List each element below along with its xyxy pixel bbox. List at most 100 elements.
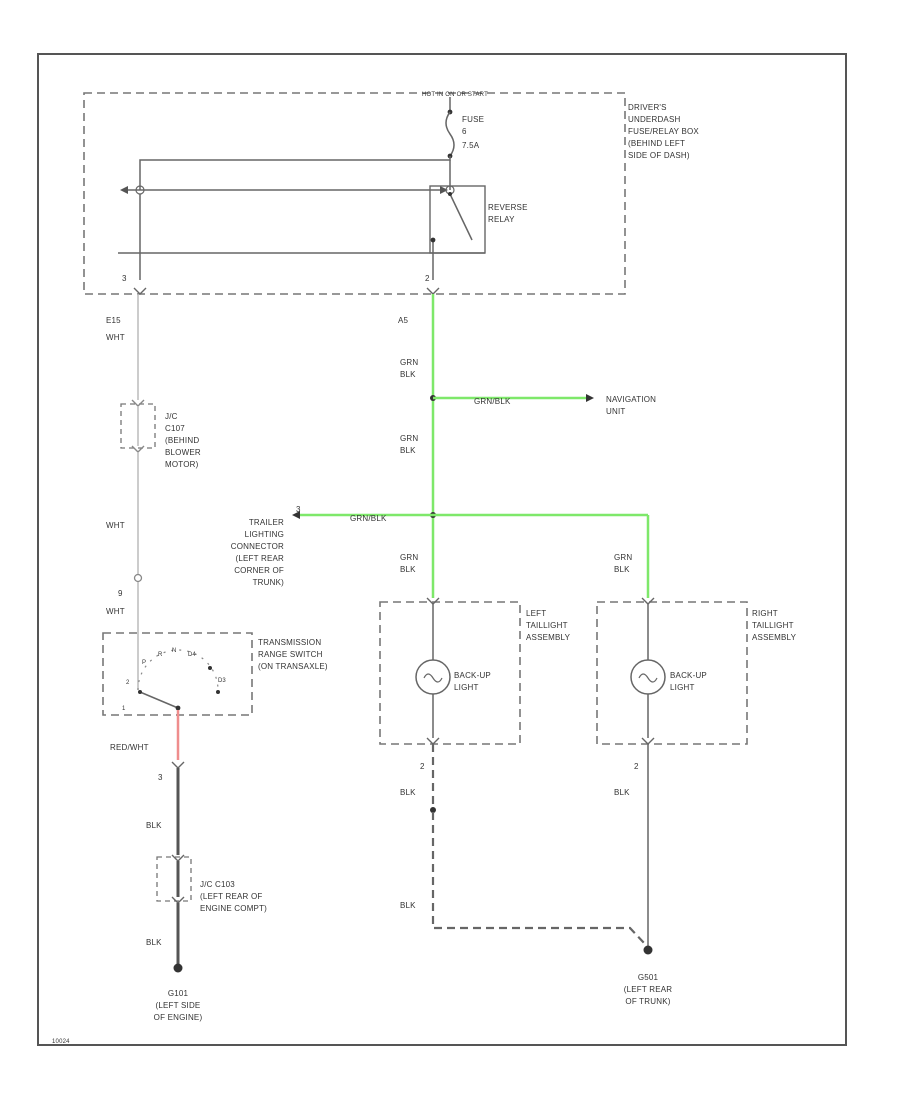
- right-backup-label-1: BACK-UP: [670, 671, 707, 680]
- left-blk-wire-to-ground: [431, 812, 646, 945]
- fuse-box-pin-left: 3: [122, 274, 127, 283]
- fuse-box-label-2: UNDERDASH: [628, 115, 680, 124]
- trailer-label-6: TRUNK): [253, 578, 285, 587]
- trailer-label-2: LIGHTING: [245, 530, 284, 539]
- trailer-arrow: [292, 511, 300, 519]
- wire-color-grn-3: GRN: [400, 553, 418, 562]
- right-taillight-connector-bottom: [641, 737, 655, 745]
- navigation-label-1: NAVIGATION: [606, 395, 656, 404]
- ground-g501-label-3: OF TRUNK): [625, 997, 670, 1006]
- left-backup-filament: [423, 673, 443, 683]
- range-pos-d3: D3: [218, 678, 226, 684]
- fuse-rating: 7.5A: [462, 141, 480, 150]
- jc-c107-connector-bottom: [131, 445, 145, 453]
- right-backup-label-2: LIGHT: [670, 683, 695, 692]
- fuse-box-connector-left: [133, 287, 147, 295]
- left-taillight-connector-top: [426, 597, 440, 605]
- range-pos-p: P: [142, 660, 146, 666]
- wire-color-blk-grn-1: BLK: [400, 370, 416, 379]
- wht-splice-node: [133, 573, 143, 583]
- relay-switch-arm: [449, 193, 473, 241]
- right-taillight-label-1: RIGHT: [752, 609, 778, 618]
- wire-color-blk-grn-3: BLK: [400, 565, 416, 574]
- wire-color-blk-3: BLK: [400, 788, 416, 797]
- jc-c107-label-5: MOTOR): [165, 460, 199, 469]
- reverse-relay-label-2: RELAY: [488, 215, 515, 224]
- range-pos-d4: D4: [188, 652, 196, 658]
- wire-color-grn-4: GRN: [614, 553, 632, 562]
- range-switch-label-2: RANGE SWITCH: [258, 650, 323, 659]
- fuse-number: 6: [462, 127, 467, 136]
- jc-c107-box: [120, 403, 156, 449]
- range-contact-2: [138, 690, 142, 694]
- range-pos-1: 1: [122, 706, 126, 712]
- fuse-box-label-5: SIDE OF DASH): [628, 151, 690, 160]
- right-taillight-connector-top: [641, 597, 655, 605]
- c107-pin-9: 9: [118, 589, 123, 598]
- range-switch-label-1: TRANSMISSION: [258, 638, 321, 647]
- wire-color-wht-1: WHT: [106, 333, 125, 342]
- jc-c103-connector-top: [171, 854, 185, 862]
- trailer-label-4: (LEFT REAR: [235, 554, 284, 563]
- ground-g501-label-2: (LEFT REAR: [624, 985, 673, 994]
- ground-g101: [173, 963, 183, 973]
- right-taillight-label-3: ASSEMBLY: [752, 633, 797, 642]
- transmission-range-switch-box: [102, 632, 253, 716]
- wire-color-wht-2: WHT: [106, 521, 125, 530]
- left-blk-splice: [430, 807, 436, 813]
- left-taillight-pin: 2: [420, 762, 425, 771]
- fuse-box-pin-right: 2: [425, 274, 430, 283]
- trailer-pin: 3: [296, 505, 301, 514]
- left-backup-label-2: LIGHT: [454, 683, 479, 692]
- right-backup-filament: [638, 673, 658, 683]
- ground-g501-label-1: G501: [638, 973, 659, 982]
- right-taillight-box: [596, 601, 748, 745]
- wire-color-blk-grn-2: BLK: [400, 446, 416, 455]
- left-taillight-label-3: ASSEMBLY: [526, 633, 571, 642]
- range-contact-d3: [216, 690, 220, 694]
- jc-c107-label-2: C107: [165, 424, 185, 433]
- fuse-box-connector-right: [426, 287, 440, 295]
- wire-id-e15: E15: [106, 316, 121, 325]
- jc-c103-label-1: J/C C103: [200, 880, 235, 889]
- jc-c103-connector-bottom: [171, 896, 185, 904]
- left-taillight-box: [379, 601, 521, 745]
- left-backup-label-1: BACK-UP: [454, 671, 491, 680]
- wire-color-trailer: GRN/BLK: [350, 514, 387, 523]
- fuse-name: FUSE: [462, 115, 484, 124]
- wire-color-blk-grn-4: BLK: [614, 565, 630, 574]
- range-switch-pivot: [175, 705, 181, 711]
- jc-c103-label-3: ENGINE COMPT): [200, 904, 267, 913]
- jc-c107-connector-top: [131, 399, 145, 407]
- jc-c107-label-1: J/C: [165, 412, 178, 421]
- reverse-relay-body: [429, 185, 486, 254]
- wire-id-a5: A5: [398, 316, 409, 325]
- range-pos-n: N: [172, 648, 176, 654]
- range-contact-d4: [208, 666, 212, 670]
- wire-color-wht-3: WHT: [106, 607, 125, 616]
- relay-output-terminal: [430, 237, 436, 243]
- left-taillight-connector-bottom: [426, 737, 440, 745]
- wire-color-blk-4: BLK: [400, 901, 416, 910]
- fuse-box-label-4: (BEHIND LEFT: [628, 139, 685, 148]
- fuse-box-label-3: FUSE/RELAY BOX: [628, 127, 699, 136]
- fuse-symbol: [445, 111, 455, 157]
- relay-coil-arrow: [440, 186, 448, 194]
- wire-color-blk-2: BLK: [146, 938, 162, 947]
- right-taillight-label-2: TAILLIGHT: [752, 621, 794, 630]
- trailer-label-5: CORNER OF: [234, 566, 284, 575]
- wire-color-blk-1: BLK: [146, 821, 162, 830]
- right-taillight-pin: 2: [634, 762, 639, 771]
- left-taillight-label-2: TAILLIGHT: [526, 621, 568, 630]
- jc-c103-box: [156, 856, 192, 902]
- navigation-label-2: UNIT: [606, 407, 625, 416]
- wire-color-red-wht: RED/WHT: [110, 743, 149, 752]
- ground-g101-label-1: G101: [168, 989, 189, 998]
- range-switch-wiper: [139, 691, 179, 709]
- range-pos-r: R: [158, 652, 163, 658]
- hot-bus-label: HOT IN ON OR START: [422, 92, 488, 98]
- wire-color-navigation: GRN/BLK: [474, 397, 511, 406]
- trailer-label-1: TRAILER: [249, 518, 284, 527]
- relay-switch-pivot: [448, 192, 452, 196]
